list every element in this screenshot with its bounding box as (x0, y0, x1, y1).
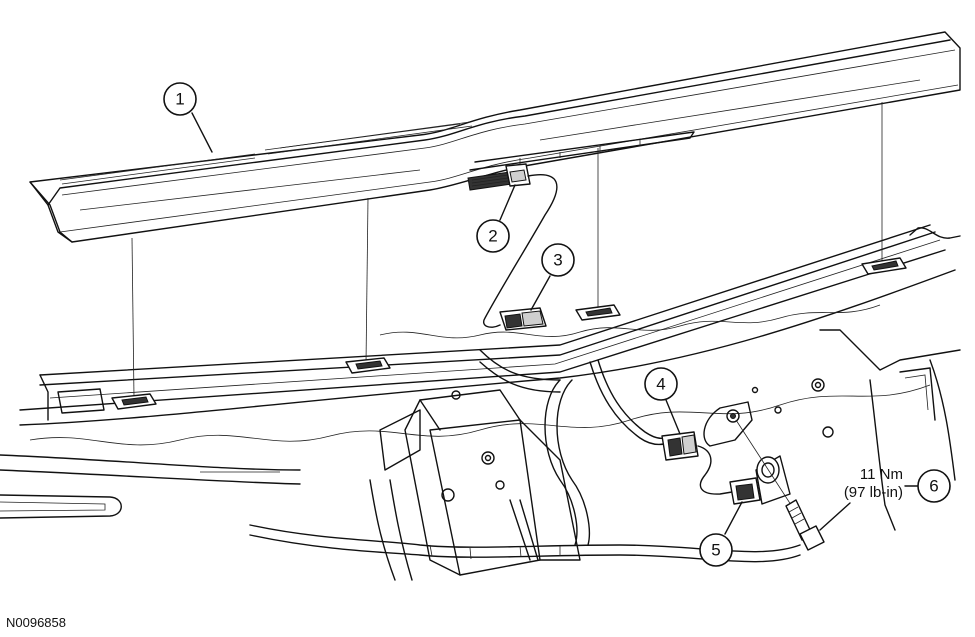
connector-3 (499, 307, 547, 331)
torque-imperial: (97 lb-in) (844, 484, 903, 501)
callout-5: 5 (699, 533, 733, 567)
callout-4: 4 (644, 367, 678, 401)
svg-text:3: 3 (553, 251, 562, 270)
callout-2: 2 (476, 219, 510, 253)
scuff-plate (29, 31, 961, 243)
clip-guide-lines (131, 102, 883, 399)
connector-5 (703, 401, 791, 505)
torque-value: 11 Nm (860, 466, 903, 483)
connector-2 (483, 163, 558, 328)
callout-3: 3 (541, 243, 575, 277)
bolt-6 (735, 419, 825, 551)
vehicle-body-structure (0, 224, 961, 581)
figure-id: N0096858 (6, 615, 66, 630)
svg-text:6: 6 (929, 477, 938, 496)
svg-text:5: 5 (711, 541, 720, 560)
svg-text:2: 2 (488, 227, 497, 246)
svg-text:4: 4 (656, 375, 665, 394)
svg-text:1: 1 (175, 90, 184, 109)
retaining-clips (111, 257, 907, 410)
leader-lines (191, 112, 919, 535)
torque-spec: 11 Nm (97 lb-in) (844, 466, 903, 501)
callout-1: 1 (163, 82, 197, 116)
callout-6: 6 (917, 469, 951, 503)
connector-4 (589, 359, 733, 495)
